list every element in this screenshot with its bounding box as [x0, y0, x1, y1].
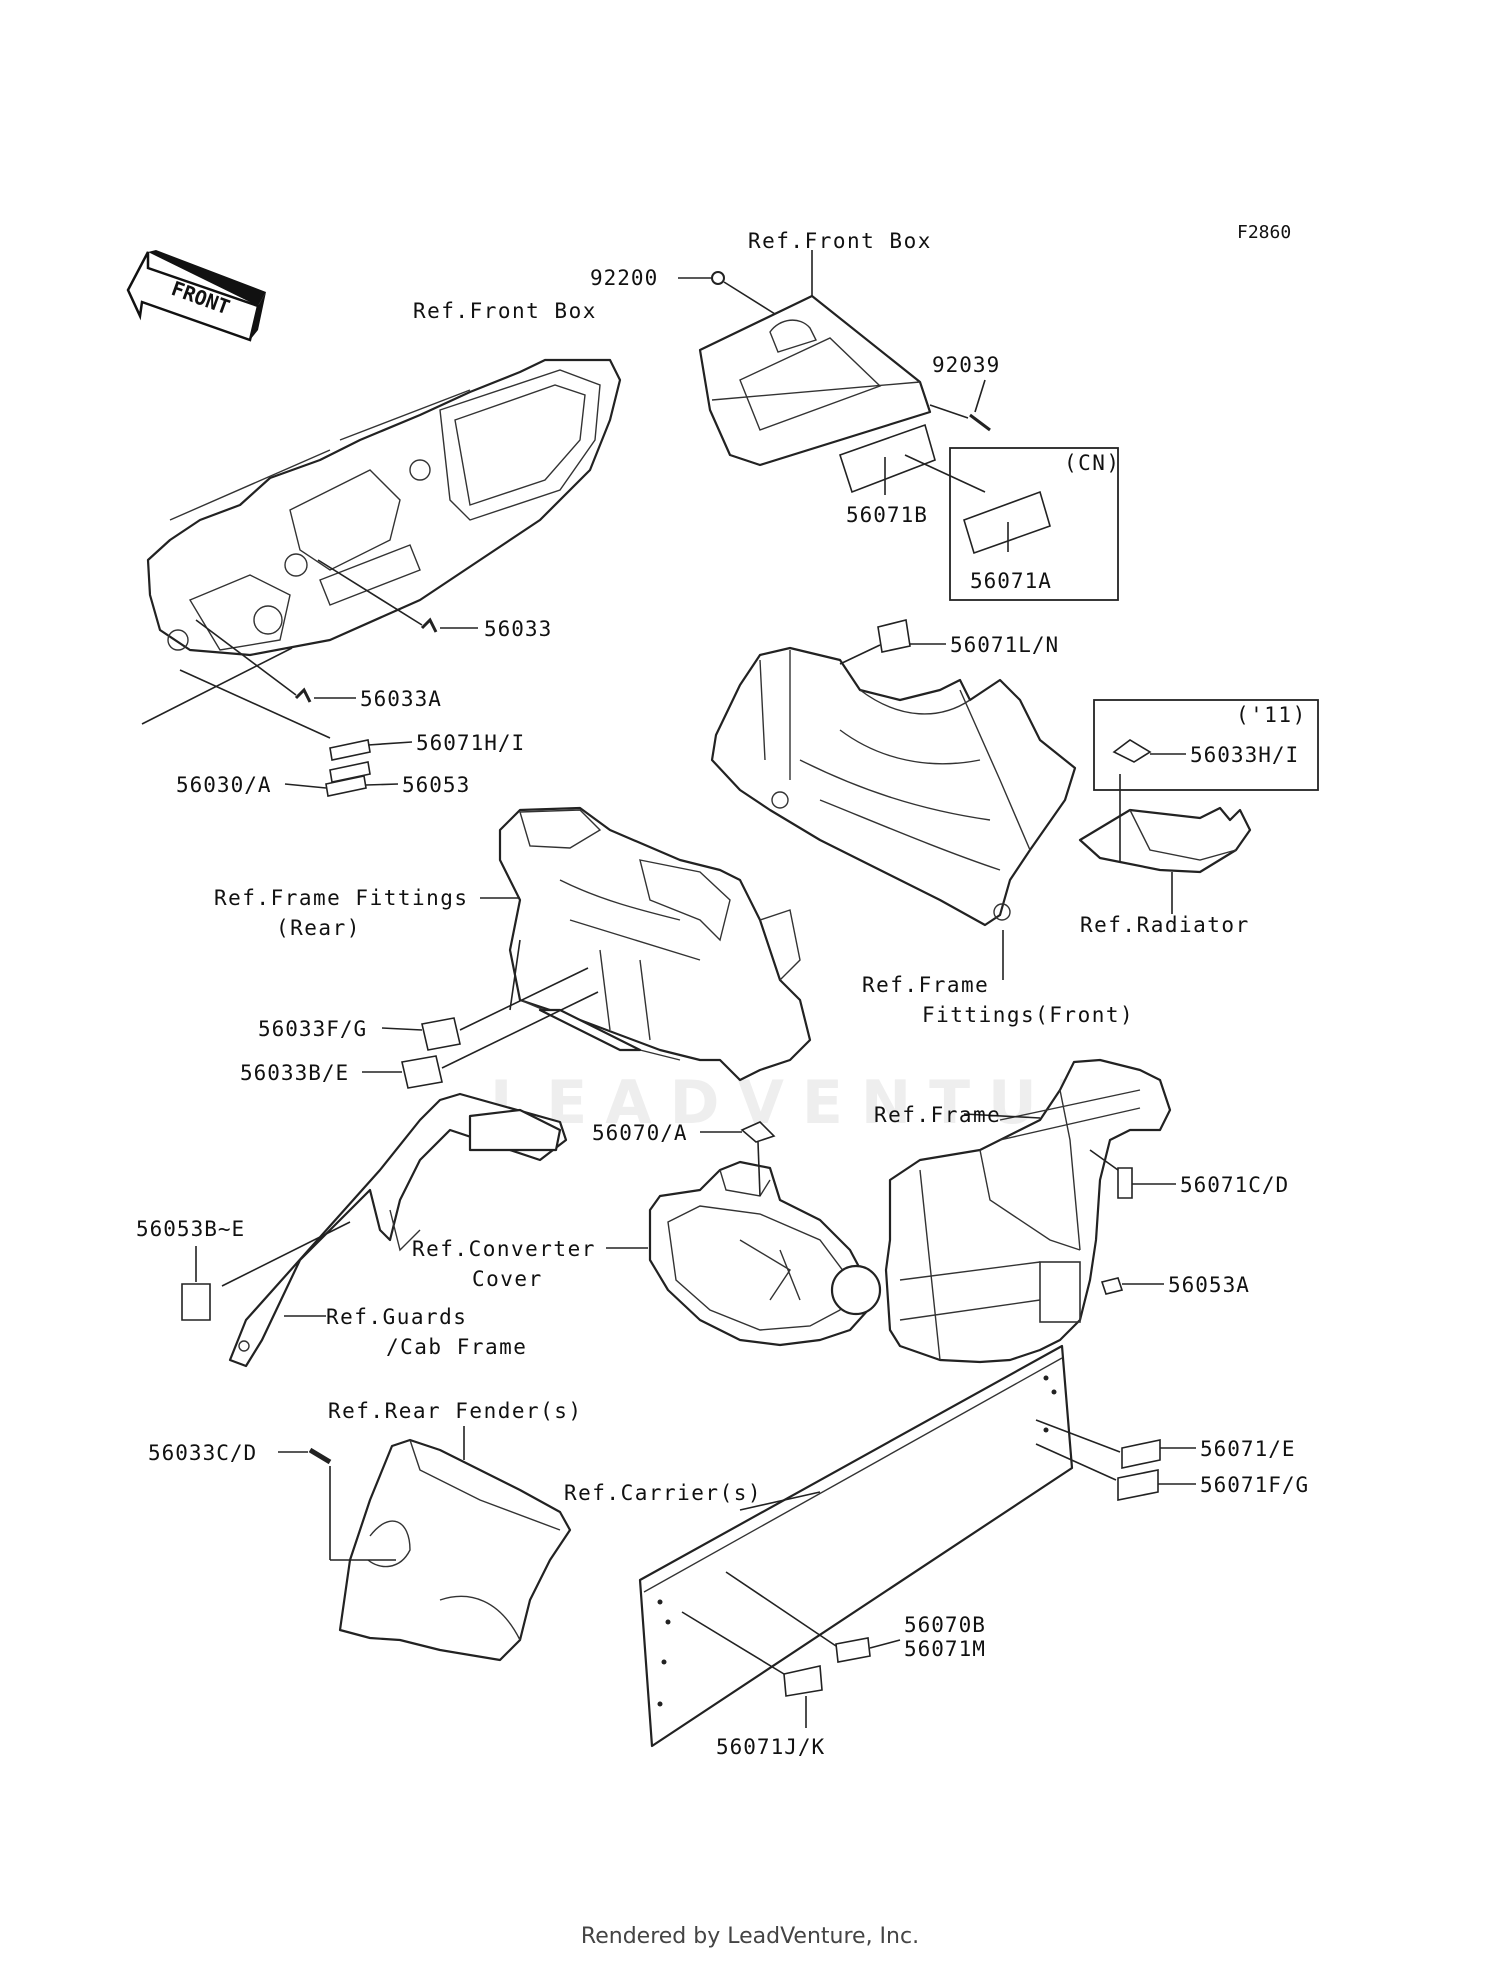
- sticker-56030a: [325, 775, 367, 797]
- ref-frame-fittings-front-1: Ref.Frame: [862, 973, 989, 997]
- pn-56071b: 56071B: [846, 503, 928, 527]
- sticker-56033hi: [1112, 739, 1152, 763]
- sticker-56033cd: [308, 1447, 332, 1465]
- ref-frame-fittings-rear-2: (Rear): [276, 916, 361, 940]
- converter-cover-part: [648, 1160, 882, 1347]
- sticker-56071jk: [783, 1665, 823, 1697]
- sticker-56033be: [401, 1055, 443, 1089]
- dashboard-part: [146, 358, 622, 657]
- sticker-56053: [329, 761, 371, 783]
- pn-56071e: 56071/E: [1200, 1437, 1296, 1461]
- ref-front-box-left: Ref.Front Box: [413, 299, 597, 323]
- ref-rear-fender: Ref.Rear Fender(s): [328, 1399, 583, 1423]
- frame-fittings-front-part: [710, 646, 1077, 927]
- sticker-56070a: [740, 1121, 776, 1143]
- sticker-56053be: [181, 1283, 211, 1321]
- front-arrow-icon: FRONT: [126, 250, 266, 342]
- pn-56071hi: 56071H/I: [416, 731, 525, 755]
- ref-front-box-top: Ref.Front Box: [748, 229, 932, 253]
- pn-56071jk: 56071J/K: [716, 1735, 825, 1759]
- pin-92039-icon: [969, 413, 991, 432]
- pn-56053: 56053: [402, 773, 470, 797]
- pn-56033be: 56033B/E: [240, 1061, 349, 1085]
- pn-56070b: 56070B: [904, 1613, 986, 1637]
- ref-guards-2: /Cab Frame: [386, 1335, 527, 1359]
- pn-56030a: 56030/A: [176, 773, 272, 797]
- figure-code: F2860: [1237, 222, 1291, 243]
- variant-11: ('11): [1236, 703, 1307, 727]
- pn-56033hi: 56033H/I: [1190, 743, 1299, 767]
- rear-frame-part: [884, 1058, 1172, 1364]
- footer-credit: Rendered by LeadVenture, Inc.: [580, 1924, 920, 1949]
- sticker-56071cd: [1117, 1167, 1133, 1199]
- clip-56033-icon: [420, 617, 438, 633]
- pn-56033: 56033: [484, 617, 552, 641]
- pn-56071m: 56071M: [904, 1637, 986, 1661]
- pn-56033a: 56033A: [360, 687, 442, 711]
- radiator-shroud-part: [1078, 806, 1252, 874]
- sticker-56033fg: [421, 1017, 461, 1051]
- sticker-56071hi: [329, 739, 371, 761]
- sticker-56071ln: [877, 619, 911, 653]
- carrier-panel-part: [638, 1344, 1074, 1748]
- ref-converter-cover-2: Cover: [472, 1267, 543, 1291]
- sticker-56071e: [1121, 1439, 1161, 1469]
- pn-56071a: 56071A: [970, 569, 1052, 593]
- pn-56033fg: 56033F/G: [258, 1017, 367, 1041]
- pn-56071ln: 56071L/N: [950, 633, 1059, 657]
- pn-56071cd: 56071C/D: [1180, 1173, 1289, 1197]
- y11-variant-box: [1093, 699, 1319, 791]
- variant-cn: (CN): [1064, 451, 1121, 475]
- pn-56053a: 56053A: [1168, 1273, 1250, 1297]
- sticker-56071b: [838, 423, 936, 494]
- pn-56053be: 56053B~E: [136, 1217, 245, 1241]
- ref-converter-cover-1: Ref.Converter: [412, 1237, 596, 1261]
- clip-56033a-icon: [294, 687, 312, 703]
- pn-92200: 92200: [590, 266, 658, 290]
- ref-radiator: Ref.Radiator: [1080, 913, 1250, 937]
- bolt-92200-icon: [711, 271, 725, 285]
- ref-carrier: Ref.Carrier(s): [564, 1481, 762, 1505]
- frame-fittings-rear-part: [498, 806, 812, 1082]
- front-box-lid-part: [698, 294, 932, 467]
- cn-variant-box: [949, 447, 1119, 601]
- ref-frame-fittings-rear-1: Ref.Frame Fittings: [214, 886, 469, 910]
- pn-92039: 92039: [932, 353, 1000, 377]
- sticker-56070b: [835, 1637, 871, 1663]
- ref-frame: Ref.Frame: [874, 1103, 1001, 1127]
- pn-56071fg: 56071F/G: [1200, 1473, 1309, 1497]
- pn-56033cd: 56033C/D: [148, 1441, 257, 1465]
- pn-56070a: 56070/A: [592, 1121, 688, 1145]
- ref-guards-1: Ref.Guards: [326, 1305, 467, 1329]
- sticker-56071fg: [1117, 1469, 1159, 1501]
- cab-frame-guard-part: [228, 1092, 568, 1368]
- sticker-56053a: [1100, 1277, 1124, 1295]
- ref-frame-fittings-front-2: Fittings(Front): [922, 1003, 1134, 1027]
- rear-fender-part: [338, 1438, 572, 1662]
- sticker-56071a: [963, 490, 1051, 555]
